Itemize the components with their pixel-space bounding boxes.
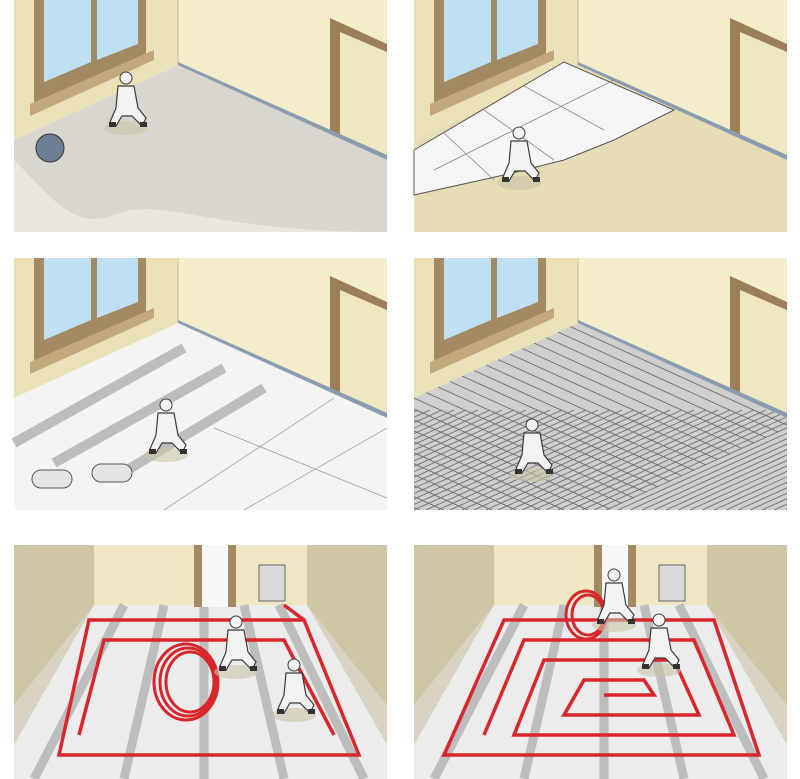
- mesh-line: [581, 409, 787, 510]
- panel-step-5: [14, 545, 387, 779]
- mesh-line: [653, 409, 787, 510]
- panel-step-2: [413, 0, 788, 232]
- mesh-line: [414, 409, 599, 510]
- mesh-line: [497, 409, 719, 510]
- mesh-line: [785, 323, 787, 328]
- panel-step-6: [414, 545, 787, 779]
- mesh-line: [569, 326, 787, 427]
- mesh-line: [414, 430, 563, 510]
- mesh-line: [521, 409, 743, 510]
- mesh-line: [713, 409, 787, 510]
- mesh-line: [629, 409, 787, 510]
- mesh-line: [414, 409, 479, 510]
- mesh-line: [689, 409, 787, 510]
- mesh-line: [414, 441, 539, 510]
- mesh-line: [557, 331, 779, 433]
- mesh-line: [593, 409, 787, 510]
- mesh-line: [557, 409, 779, 510]
- mesh-line: [545, 337, 767, 438]
- mesh-line: [749, 409, 787, 510]
- panel-step-3: [11, 257, 388, 511]
- mesh-line: [545, 409, 767, 510]
- mesh-line: [785, 409, 787, 510]
- mesh-line: [414, 409, 527, 510]
- panel-step-4: [413, 257, 788, 510]
- mesh-line: [665, 409, 787, 510]
- mesh-line: [641, 409, 787, 510]
- mesh-line: [569, 409, 787, 510]
- mesh-line: [414, 409, 551, 510]
- mesh-line: [414, 447, 527, 510]
- mesh-line: [617, 409, 787, 510]
- mesh-line: [473, 409, 695, 510]
- mesh-line: [605, 409, 787, 510]
- mesh-line: [677, 409, 787, 510]
- mesh-line: [701, 409, 787, 510]
- mesh-line: [414, 409, 503, 510]
- panel-step-1: [13, 0, 388, 232]
- mesh-line: [737, 409, 787, 510]
- mesh-line: [414, 436, 551, 510]
- mesh-line: [449, 409, 671, 510]
- mesh-line: [533, 409, 755, 510]
- mesh-line: [725, 409, 787, 510]
- mesh-line: [414, 409, 455, 510]
- mesh-line: [414, 409, 623, 510]
